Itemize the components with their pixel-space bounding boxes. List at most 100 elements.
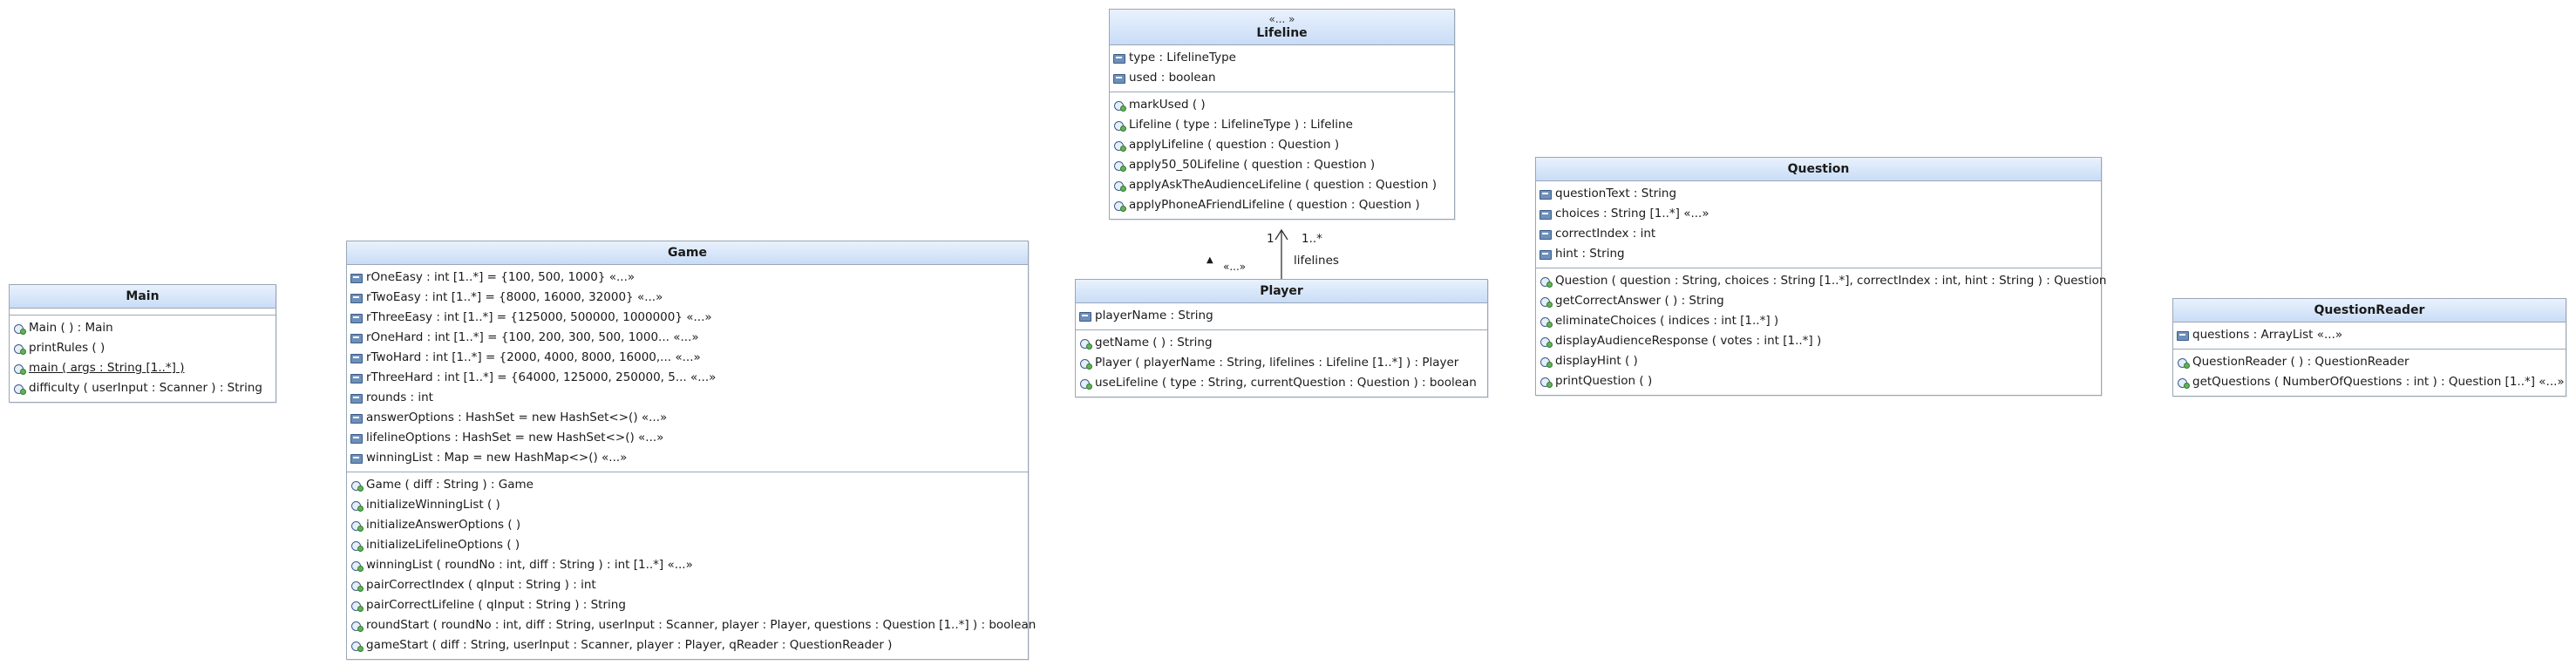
class-game-title: Game bbox=[667, 246, 708, 260]
attribute-row[interactable]: winningList : Map = new HashMap<>() «...… bbox=[347, 448, 1028, 468]
operation-row[interactable]: difficulty ( userInput : Scanner ) : Str… bbox=[10, 378, 275, 398]
attribute-icon bbox=[350, 393, 363, 404]
attribute-row[interactable]: rOneHard : int [1..*] = {100, 200, 300, … bbox=[347, 328, 1028, 348]
class-player-header: Player bbox=[1076, 280, 1487, 303]
attribute-row[interactable]: rThreeEasy : int [1..*] = {125000, 50000… bbox=[347, 308, 1028, 328]
class-player[interactable]: Player playerName : String getName ( ) :… bbox=[1075, 279, 1488, 397]
class-question-header: Question bbox=[1536, 158, 2101, 181]
operation-text: displayHint ( ) bbox=[1555, 354, 1638, 368]
operation-row[interactable]: markUsed ( ) bbox=[1110, 95, 1454, 115]
class-game[interactable]: Game rOneEasy : int [1..*] = {100, 500, … bbox=[346, 241, 1036, 660]
class-questionreader-header: QuestionReader bbox=[2173, 299, 2566, 322]
attribute-icon bbox=[1539, 249, 1552, 260]
operation-row[interactable]: initializeAnswerOptions ( ) bbox=[347, 515, 1028, 535]
operation-icon bbox=[350, 580, 364, 592]
class-questionreader-operations: QuestionReader ( ) : QuestionReader getQu… bbox=[2173, 349, 2566, 396]
attribute-text: lifelineOptions : HashSet = new HashSet<… bbox=[366, 431, 664, 445]
operation-row[interactable]: roundStart ( roundNo : int, diff : Strin… bbox=[347, 615, 1036, 635]
operation-row[interactable]: applyLifeline ( question : Question ) bbox=[1110, 135, 1454, 155]
operation-icon bbox=[1113, 180, 1126, 192]
operation-text: winningList ( roundNo : int, diff : Stri… bbox=[366, 558, 693, 572]
attribute-row[interactable]: questionText : String bbox=[1536, 184, 2101, 204]
operation-row[interactable]: displayAudienceResponse ( votes : int [1… bbox=[1536, 331, 2101, 351]
operation-row[interactable]: QuestionReader ( ) : QuestionReader bbox=[2173, 352, 2566, 372]
operation-text: Main ( ) : Main bbox=[29, 321, 113, 335]
attribute-row[interactable]: questions : ArrayList «...» bbox=[2173, 325, 2566, 345]
attribute-icon bbox=[350, 293, 363, 303]
attribute-row[interactable]: rTwoHard : int [1..*] = {2000, 4000, 800… bbox=[347, 348, 1028, 368]
attribute-text: rThreeHard : int [1..*] = {64000, 125000… bbox=[366, 370, 717, 384]
attribute-icon bbox=[350, 453, 363, 464]
operation-row[interactable]: initializeWinningList ( ) bbox=[347, 495, 1028, 515]
class-lifeline-operations: markUsed ( )Lifeline ( type : LifelineTy… bbox=[1110, 92, 1454, 219]
operation-row[interactable]: winningList ( roundNo : int, diff : Stri… bbox=[347, 555, 1028, 575]
operation-row[interactable]: displayHint ( ) bbox=[1536, 351, 2101, 371]
operation-icon bbox=[1539, 356, 1553, 368]
operation-row[interactable]: apply50_50Lifeline ( question : Question… bbox=[1110, 155, 1454, 175]
operation-row[interactable]: printRules ( ) bbox=[10, 338, 275, 358]
attribute-row[interactable]: type : LifelineType bbox=[1110, 48, 1454, 68]
class-game-header: Game bbox=[347, 241, 1028, 265]
class-main-header: Main bbox=[10, 285, 275, 309]
operation-row[interactable]: main ( args : String [1..*] ) bbox=[10, 358, 275, 378]
attribute-text: rounds : int bbox=[366, 390, 433, 404]
navigability-arrowhead bbox=[1274, 228, 1288, 241]
operation-row[interactable]: getQuestions ( NumberOfQuestions : int )… bbox=[2173, 372, 2566, 392]
operation-row[interactable]: Main ( ) : Main bbox=[10, 318, 275, 338]
operation-row[interactable]: eliminateChoices ( indices : int [1..*] … bbox=[1536, 311, 2101, 331]
operation-text: main ( args : String [1..*] ) bbox=[29, 361, 185, 375]
attribute-row[interactable]: rounds : int bbox=[347, 388, 1028, 408]
operation-row[interactable]: pairCorrectIndex ( qInput : String ) : i… bbox=[347, 575, 1028, 595]
operation-text: displayAudienceResponse ( votes : int [1… bbox=[1555, 334, 1822, 348]
operation-row[interactable]: getName ( ) : String bbox=[1076, 333, 1487, 353]
operation-row[interactable]: printQuestion ( ) bbox=[1536, 371, 2101, 391]
operation-row[interactable]: Game ( diff : String ) : Game bbox=[347, 475, 1028, 495]
attribute-text: questions : ArrayList «...» bbox=[2192, 328, 2343, 342]
operation-text: printRules ( ) bbox=[29, 341, 105, 355]
attribute-row[interactable]: answerOptions : HashSet = new HashSet<>(… bbox=[347, 408, 1028, 428]
class-main[interactable]: Main Main ( ) : Main printRules ( ) main (… bbox=[9, 284, 276, 403]
attribute-row[interactable]: rThreeHard : int [1..*] = {64000, 125000… bbox=[347, 368, 1028, 388]
operation-row[interactable]: pairCorrectLifeline ( qInput : String ) … bbox=[347, 595, 1028, 615]
attribute-row[interactable]: rOneEasy : int [1..*] = {100, 500, 1000}… bbox=[347, 268, 1028, 288]
attribute-text: rOneHard : int [1..*] = {100, 200, 300, … bbox=[366, 330, 699, 344]
operation-icon bbox=[350, 520, 364, 532]
operation-icon bbox=[1079, 338, 1092, 350]
operation-row[interactable]: Player ( playerName : String, lifelines … bbox=[1076, 353, 1487, 373]
attribute-icon bbox=[1539, 229, 1552, 240]
operation-text: Player ( playerName : String, lifelines … bbox=[1095, 356, 1459, 370]
operation-icon bbox=[350, 500, 364, 512]
attribute-row[interactable]: lifelineOptions : HashSet = new HashSet<… bbox=[347, 428, 1028, 448]
attribute-row[interactable]: hint : String bbox=[1536, 244, 2101, 264]
attribute-text: correctIndex : int bbox=[1555, 227, 1656, 241]
operation-icon bbox=[1079, 358, 1092, 370]
operation-text: getName ( ) : String bbox=[1095, 336, 1213, 350]
operation-row[interactable]: initializeLifelineOptions ( ) bbox=[347, 535, 1028, 555]
attribute-row[interactable]: rTwoEasy : int [1..*] = {8000, 16000, 32… bbox=[347, 288, 1028, 308]
operation-text: getQuestions ( NumberOfQuestions : int )… bbox=[2192, 375, 2565, 389]
class-game-attributes: rOneEasy : int [1..*] = {100, 500, 1000}… bbox=[347, 265, 1028, 472]
attribute-text: answerOptions : HashSet = new HashSet<>(… bbox=[366, 411, 668, 424]
operation-row[interactable]: Lifeline ( type : LifelineType ) : Lifel… bbox=[1110, 115, 1454, 135]
attribute-text: type : LifelineType bbox=[1129, 51, 1236, 64]
attribute-row[interactable]: playerName : String bbox=[1076, 306, 1487, 326]
operation-row[interactable]: Question ( question : String, choices : … bbox=[1536, 271, 2106, 291]
attribute-row[interactable]: choices : String [1..*] «...» bbox=[1536, 204, 2101, 224]
attribute-row[interactable]: correctIndex : int bbox=[1536, 224, 2101, 244]
class-questionreader[interactable]: QuestionReader questions : ArrayList «..… bbox=[2172, 298, 2566, 397]
attribute-row[interactable]: used : boolean bbox=[1110, 68, 1454, 88]
operation-row[interactable]: useLifeline ( type : String, currentQues… bbox=[1076, 373, 1487, 393]
operation-row[interactable]: gameStart ( diff : String, userInput : S… bbox=[347, 635, 1028, 655]
operation-text: initializeLifelineOptions ( ) bbox=[366, 538, 520, 552]
operation-row[interactable]: applyPhoneAFriendLifeline ( question : Q… bbox=[1110, 195, 1454, 215]
operation-text: eliminateChoices ( indices : int [1..*] … bbox=[1555, 314, 1779, 328]
operation-text: roundStart ( roundNo : int, diff : Strin… bbox=[366, 618, 1037, 632]
attribute-icon bbox=[1539, 209, 1552, 220]
class-main-attributes bbox=[10, 309, 275, 315]
operation-row[interactable]: applyAskTheAudienceLifeline ( question :… bbox=[1110, 175, 1454, 195]
operation-row[interactable]: getCorrectAnswer ( ) : String bbox=[1536, 291, 2101, 311]
